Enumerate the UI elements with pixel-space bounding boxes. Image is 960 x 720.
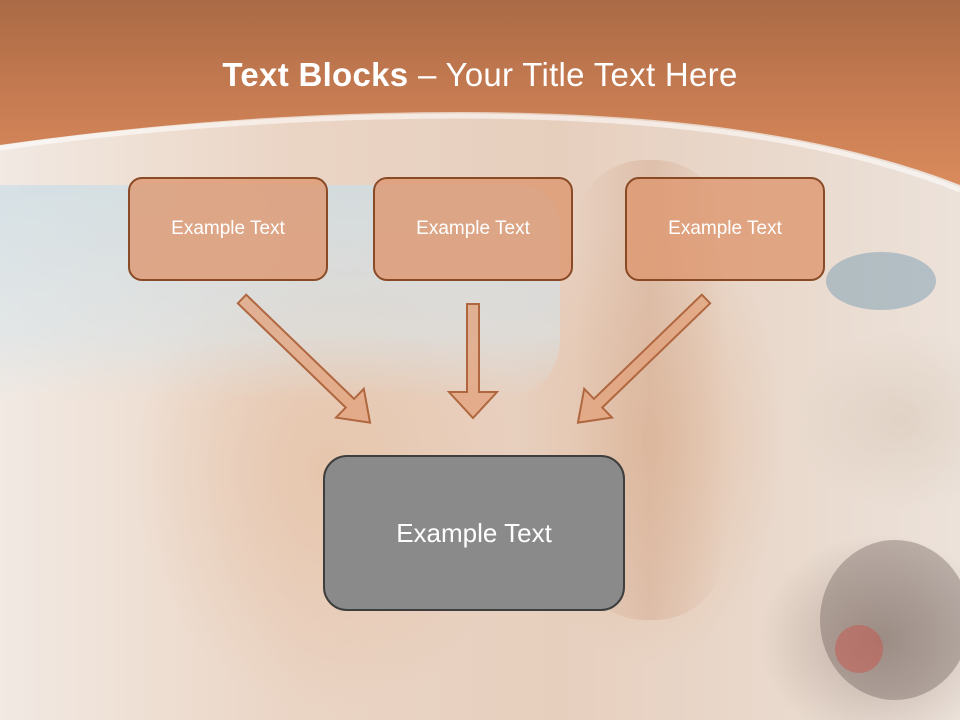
title-bold: Text Blocks bbox=[222, 56, 409, 93]
text-block-3-label: Example Text bbox=[668, 218, 782, 239]
text-block-2-label: Example Text bbox=[416, 218, 530, 239]
title-dash: – bbox=[417, 56, 437, 93]
header-wave bbox=[0, 0, 960, 193]
text-block-1-label: Example Text bbox=[171, 218, 285, 239]
arrow-left-icon bbox=[236, 293, 372, 424]
main-text-block-label: Example Text bbox=[396, 517, 552, 548]
text-block-3[interactable]: Example Text bbox=[625, 177, 825, 281]
main-text-block[interactable]: Example Text bbox=[323, 455, 625, 611]
background-photo-dumbbell-plate bbox=[835, 625, 883, 673]
arrow-right-icon bbox=[576, 293, 712, 424]
title-subtitle: Your Title Text Here bbox=[445, 56, 738, 93]
page-title: Text Blocks – Your Title Text Here bbox=[0, 56, 960, 94]
text-block-1[interactable]: Example Text bbox=[128, 177, 328, 281]
background-photo-disc bbox=[826, 252, 936, 310]
background-photo-dumbbell bbox=[820, 540, 960, 700]
arrow-down-icon bbox=[446, 303, 500, 420]
text-block-2[interactable]: Example Text bbox=[373, 177, 573, 281]
